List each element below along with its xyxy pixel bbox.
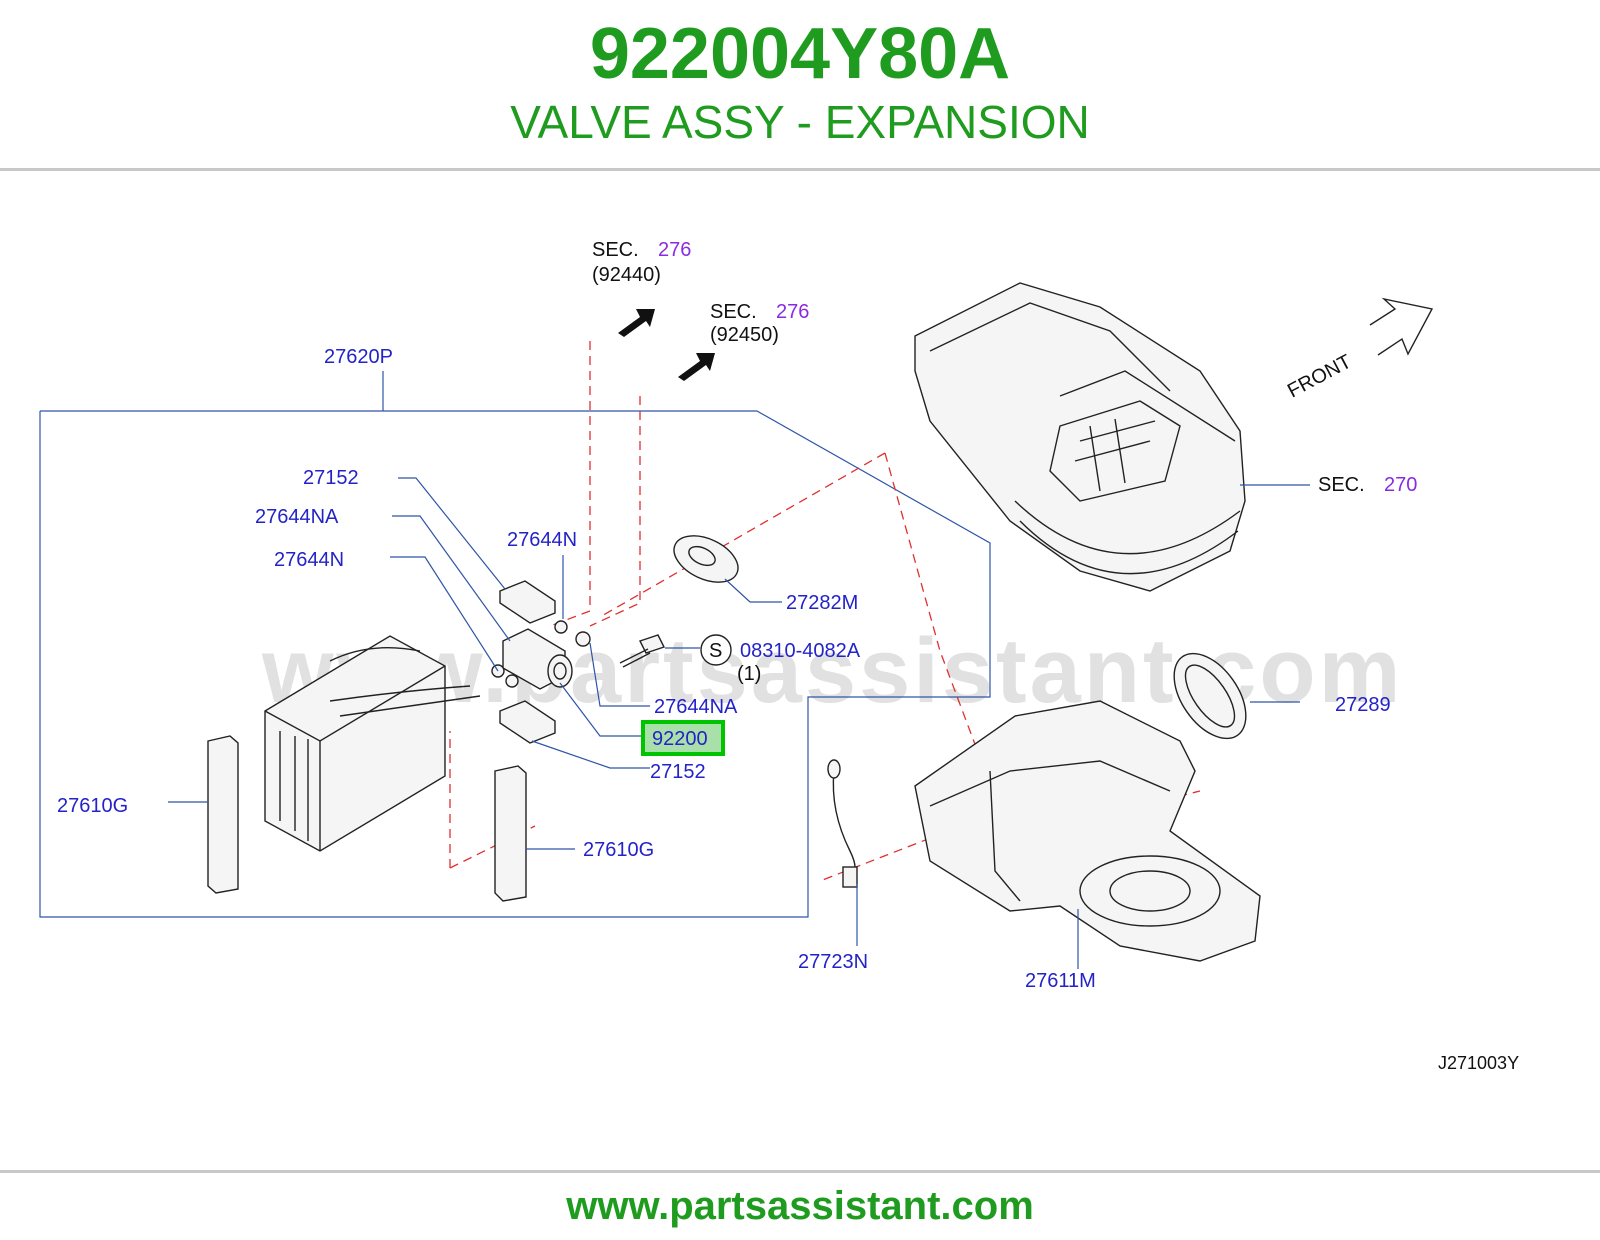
- sec-sub-92450: (92450): [710, 324, 779, 346]
- sec-number-270[interactable]: 270: [1384, 474, 1417, 496]
- hvac-housing: [914, 282, 1246, 592]
- leader-lines: [168, 477, 1310, 969]
- front-label: FRONT: [1284, 351, 1355, 403]
- callout-27644NA[interactable]: 27644NA: [654, 696, 738, 718]
- sec-sub-92440: (92440): [592, 264, 661, 286]
- bolt-quantity: (1): [737, 663, 761, 685]
- sec-label-92440: SEC.: [592, 239, 639, 261]
- footer-url[interactable]: www.partsassistant.com: [566, 1184, 1034, 1228]
- grommet-27282M: [673, 535, 739, 583]
- callout-27152[interactable]: 27152: [650, 761, 706, 783]
- lower-case: [914, 700, 1261, 962]
- sec-number-92440[interactable]: 276: [658, 239, 691, 261]
- assembly-outline: [39, 410, 991, 918]
- callout-92200[interactable]: 92200: [652, 728, 708, 750]
- callout-27282M[interactable]: 27282M: [786, 592, 858, 614]
- callout-27152[interactable]: 27152: [303, 467, 359, 489]
- parts-diagram: www.partsassistant.com: [39, 239, 1519, 1073]
- callout-08310-4082A[interactable]: 08310-4082A: [740, 640, 861, 662]
- top-divider: [0, 168, 1600, 171]
- seal-27610G-right: [494, 765, 527, 902]
- evaporator-core: [264, 635, 481, 852]
- bolt-symbol: S: [709, 640, 722, 662]
- highlight-box-92200: [641, 720, 725, 756]
- callout-27644N[interactable]: 27644N: [507, 529, 577, 551]
- gasket-27289: [1173, 652, 1247, 740]
- callout-27610G[interactable]: 27610G: [583, 839, 654, 861]
- front-arrow-icon: [1369, 297, 1434, 356]
- part-description: VALVE ASSY - EXPANSION: [510, 96, 1090, 148]
- seal-27610G-left: [207, 735, 239, 894]
- harness-27723N: [827, 759, 858, 888]
- diagram-code: J271003Y: [1438, 1053, 1519, 1073]
- callout-27620P[interactable]: 27620P: [324, 346, 393, 368]
- bolt-icon: [619, 634, 665, 668]
- callout-27610G[interactable]: 27610G: [57, 795, 128, 817]
- sec-label-92450: SEC.: [710, 301, 757, 323]
- part-number: 922004Y80A: [589, 14, 1011, 94]
- sec-number-92450[interactable]: 276: [776, 301, 809, 323]
- callout-27723N[interactable]: 27723N: [798, 951, 868, 973]
- sec-label-270: SEC.: [1318, 474, 1365, 496]
- callout-27611M[interactable]: 27611M: [1025, 970, 1096, 992]
- callout-27644NA[interactable]: 27644NA: [255, 506, 339, 528]
- seal-block-lower: [499, 700, 556, 744]
- header: 922004Y80A VALVE ASSY - EXPANSION: [0, 0, 1600, 168]
- arrow-icon: [618, 309, 655, 337]
- dashed-guides: [449, 341, 1201, 882]
- callout-27644N[interactable]: 27644N: [274, 549, 344, 571]
- seal-block-upper: [499, 580, 556, 624]
- bolt-symbol-circle: [700, 634, 732, 666]
- bottom-divider: [0, 1170, 1600, 1173]
- callout-27289[interactable]: 27289: [1335, 694, 1391, 716]
- arrow-icon: [678, 353, 715, 381]
